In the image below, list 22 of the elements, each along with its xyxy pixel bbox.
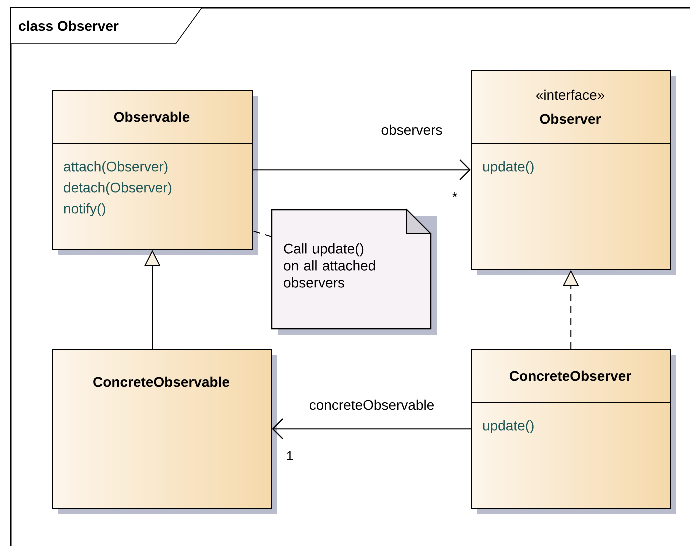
class-name: ConcreteObservable (94, 376, 230, 388)
edge-label: concreteObservable (310, 400, 434, 410)
operation: update() (483, 161, 534, 175)
class-box (52, 90, 258, 255)
class-name: Observable (114, 112, 190, 122)
operation: detach(Observer) (64, 182, 172, 196)
frame-tab: class Observer (10, 8, 203, 44)
stereotype: «interface» (536, 90, 605, 100)
class-name: Observer (540, 114, 602, 124)
class-name: ConcreteObserver (510, 370, 632, 382)
multiplicity: 1 (287, 452, 293, 460)
class-box (52, 349, 277, 514)
association-arrow (252, 160, 471, 181)
edge-label: observers (382, 124, 442, 136)
class-box (470, 349, 676, 514)
multiplicity: * (452, 192, 458, 198)
note-connector (252, 230, 272, 238)
association-arrow (272, 418, 472, 440)
class-box (470, 70, 676, 275)
operation: update() (483, 420, 534, 434)
operation: attach(Observer) (64, 161, 168, 175)
operation: notify() (64, 203, 106, 217)
